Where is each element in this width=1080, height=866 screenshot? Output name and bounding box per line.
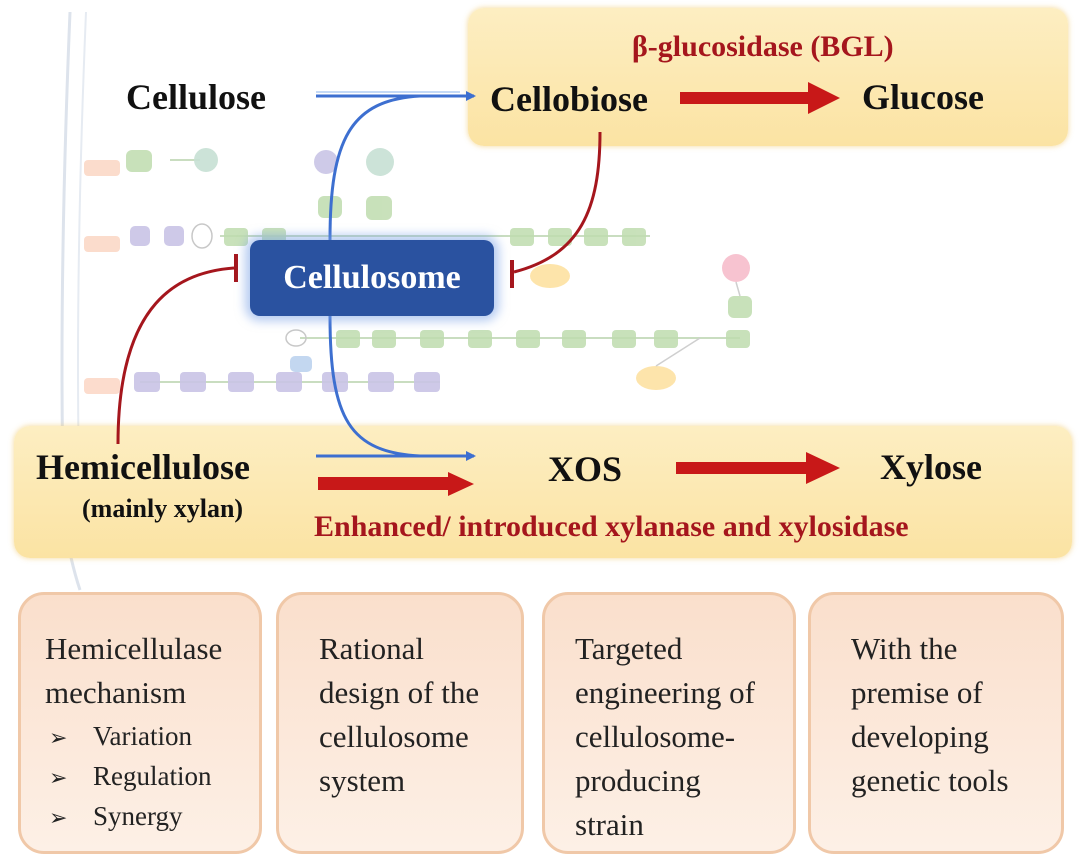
card-line: producing [575,763,701,798]
card-line: Targeted [575,631,683,666]
glucose-label: Glucose [862,77,984,117]
xylanase-enzymes-label: Enhanced/ introduced xylanase and xylosi… [314,510,909,543]
xylan-note: (mainly xylan) [82,494,244,523]
card-line: Hemicellulase [45,631,223,666]
xylose-label: Xylose [880,447,982,487]
list-item: ➢ Regulation [45,757,249,797]
card-line: strain [575,807,644,842]
card-line: mechanism [45,675,187,710]
card-line: system [319,763,406,798]
card-line: premise of [851,675,983,710]
xos-to-xylose-arrow [676,452,840,484]
card-line: genetic tools [851,763,1009,798]
card-genetic-tools: With the premise of developing genetic t… [808,592,1064,854]
arrowhead-bullet-icon: ➢ [49,725,68,750]
cellobiose-to-glucose-arrow [680,82,840,114]
mechanism-bullet-list: ➢ Variation ➢ Regulation ➢ Synergy [45,717,249,837]
xos-label: XOS [548,449,623,489]
bullet-text: Regulation [93,761,212,791]
card-rational-design: Rational design of the cellulosome syste… [276,592,524,854]
card-line: cellulosome- [575,719,736,754]
cellobiose-inhibition-line [513,131,602,274]
cellulose-label: Cellulose [126,77,266,117]
bgl-enzyme-label: β-glucosidase (BGL) [632,30,894,63]
arrowhead-bullet-icon: ➢ [49,805,68,830]
cellulosome-box: Cellulosome [250,240,494,316]
card-line: cellulosome [319,719,469,754]
hemicellulose-inhibition-line [116,266,235,445]
card-hemicellulase-mechanism: Hemicellulase mechanism ➢ Variation ➢ Regu… [18,592,262,854]
card-line: Rational [319,631,425,666]
cellobiose-conversion-band [468,8,1068,146]
card-line: engineering of [575,675,755,710]
hemicellulose-conversion-band [14,426,1072,558]
list-item: ➢ Variation [45,717,249,757]
bullet-text: Synergy [93,801,183,831]
bullet-text: Variation [93,721,192,751]
card-line: developing [851,719,989,754]
card-line: design of the [319,675,480,710]
cellobiose-label: Cellobiose [490,79,648,119]
card-targeted-engineering: Targeted engineering of cellulosome- pro… [542,592,796,854]
hemicellulose-label: Hemicellulose [36,447,250,487]
card-line: With the [851,631,958,666]
cellulosome-to-xos-curve [328,315,421,458]
list-item: ➢ Synergy [45,797,249,837]
cellulosome-to-cellobiose-curve [328,94,421,241]
arrowhead-bullet-icon: ➢ [49,765,68,790]
